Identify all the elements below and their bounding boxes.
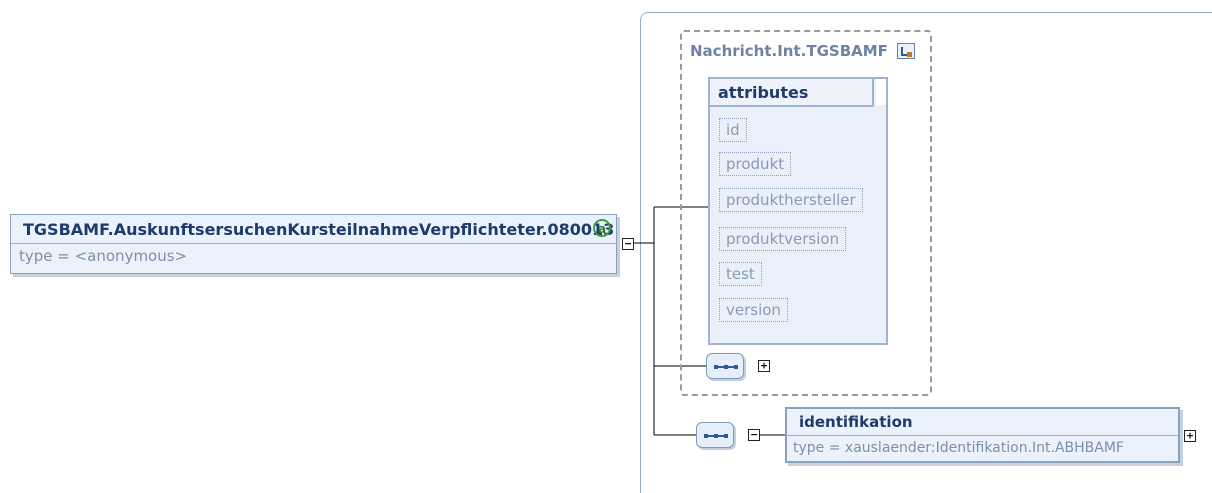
attribute-item-id[interactable]: id [719, 118, 747, 142]
sequence-compositor-icon[interactable] [706, 353, 744, 379]
identifikation-element-name: identifikation [799, 413, 913, 431]
attribute-item-version[interactable]: version [719, 298, 788, 322]
attributes-header-label: attributes [718, 83, 809, 102]
sequence-collapse-toggle[interactable]: − [748, 429, 760, 441]
attributes-header-corner [876, 79, 886, 105]
attribute-badge-icon: a [593, 219, 611, 237]
attribute-item-produktversion[interactable]: produktversion [719, 227, 847, 251]
complex-type-title: Nachricht.Int.TGSBAMF [690, 42, 888, 60]
attribute-item-test[interactable]: test [719, 262, 762, 286]
complex-type-frame [680, 30, 932, 396]
diagram-group-frame [640, 12, 1212, 493]
root-element-box[interactable]: TGSBAMF.AuskunftsersuchenKursteilnahmeVe… [10, 214, 617, 274]
root-divider [11, 243, 616, 244]
identifikation-expand-toggle[interactable]: + [1184, 430, 1196, 442]
attributes-box: attributes id produkt produkthersteller … [708, 77, 888, 345]
root-element-type: type = <anonymous> [19, 247, 188, 265]
identifikation-element-box[interactable]: identifikation type = xauslaender:Identi… [785, 407, 1180, 463]
root-collapse-toggle[interactable]: − [622, 238, 634, 250]
root-element-name: TGSBAMF.AuskunftsersuchenKursteilnahmeVe… [23, 220, 615, 239]
identifikation-element-type: type = xauslaender:Identifikation.Int.AB… [793, 440, 1124, 456]
sequence-expand-toggle[interactable]: + [758, 360, 770, 372]
sequence-compositor-icon-2[interactable] [696, 422, 734, 448]
type-reference-icon[interactable] [897, 43, 915, 59]
attribute-item-produkt[interactable]: produkt [719, 152, 792, 176]
attributes-header: attributes [710, 79, 874, 107]
attribute-item-produkthersteller[interactable]: produkthersteller [719, 188, 863, 212]
identifikation-divider [787, 435, 1178, 436]
